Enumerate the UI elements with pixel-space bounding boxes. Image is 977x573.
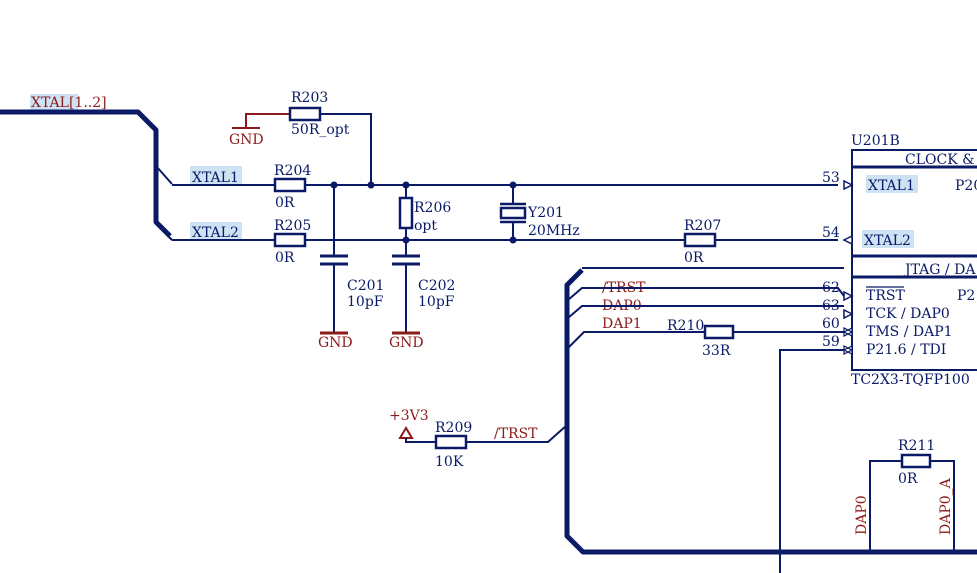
r209-value: 10K — [435, 454, 464, 470]
r210-ref: R210 — [667, 318, 704, 334]
pin-num-53: 53 — [822, 170, 840, 186]
pin-arrow-60 — [842, 327, 854, 337]
c202-ref: C202 — [418, 278, 455, 294]
vcc-arrow — [398, 426, 414, 439]
jtag-bus — [564, 268, 977, 555]
highlight-xtal2 — [190, 222, 242, 240]
ic-section-jtag: JTAG / DA — [903, 262, 976, 278]
r203-ref: R203 — [291, 90, 328, 106]
net-label-vcc: +3V3 — [389, 408, 429, 424]
gnd-label-c201: GND — [318, 335, 353, 351]
highlight-xtal1 — [190, 166, 242, 184]
resistor-r207 — [683, 232, 717, 248]
wire-r211-right — [930, 460, 955, 552]
r211-value: 0R — [898, 471, 918, 487]
y201-ref: Y201 — [527, 205, 564, 221]
gnd-label-r203: GND — [229, 132, 264, 148]
resistor-r204 — [273, 177, 307, 193]
pin-name-59: P21.6 / TDI — [866, 342, 946, 358]
c201-ref: C201 — [347, 278, 384, 294]
net-label-dap1: DAP1 — [602, 316, 642, 332]
r204-value: 0R — [275, 195, 295, 211]
wire-r209-bus — [466, 424, 568, 443]
bus-entry-xtal1 — [155, 165, 173, 185]
net-label-xtal1: XTAL1 — [192, 170, 239, 186]
resistor-r206 — [398, 196, 414, 230]
r207-value: 0R — [684, 250, 704, 266]
wire-r211-left — [869, 460, 902, 552]
net-label-xtal2: XTAL2 — [192, 225, 239, 241]
pin-num-60: 60 — [822, 316, 840, 332]
y201-value: 20MHz — [528, 223, 580, 239]
r205-ref: R205 — [274, 218, 311, 234]
r206-ref: R206 — [414, 200, 451, 216]
xtal-bus — [0, 109, 172, 238]
wire-trst-pin — [567, 287, 845, 301]
pin-right-53: P20 — [955, 178, 977, 194]
crystal-y201 — [499, 206, 527, 220]
ic-section-clock: CLOCK & — [905, 152, 975, 168]
pin-arrow-53 — [843, 179, 854, 191]
highlight-xtal-bus — [30, 94, 78, 110]
c201-value: 10pF — [347, 294, 384, 310]
pin-name-60: TMS / DAP1 — [866, 324, 953, 340]
r210-value: 33R — [702, 343, 731, 359]
pin-arrow-54 — [842, 234, 853, 246]
r211-ref: R211 — [898, 438, 935, 454]
net-label-trst-b: /TRST — [494, 426, 538, 442]
c202-value: 10pF — [418, 294, 455, 310]
net-label-dap0a-v: DAP0_A — [938, 477, 954, 535]
r205-value: 0R — [275, 250, 295, 266]
wire-dap0 — [567, 305, 844, 319]
highlight-pin-xtal2 — [862, 230, 914, 248]
resistor-r209 — [434, 434, 468, 450]
resistor-r210 — [703, 324, 735, 340]
junction-y201-bottom — [509, 236, 517, 244]
wire-tdi — [779, 349, 844, 573]
pin-name-53: XTAL1 — [868, 178, 915, 194]
net-label-dap0-v: DAP0 — [854, 495, 870, 535]
wire-vcc — [405, 438, 436, 443]
pin-arrow-63 — [843, 308, 854, 320]
net-label-xtal-bus: XTAL[1..2] — [31, 95, 107, 111]
junction-r206-bottom — [402, 236, 410, 244]
pin-name-54: XTAL2 — [864, 233, 911, 249]
ic-ref: U201B — [851, 133, 900, 149]
r207-ref: R207 — [684, 218, 721, 234]
resistor-r203 — [288, 106, 322, 122]
pin-num-54: 54 — [822, 225, 840, 241]
r209-ref: R209 — [435, 420, 472, 436]
ic-part: TC2X3-TQFP100 — [851, 372, 970, 388]
pin-right-62: P21 — [957, 288, 977, 304]
wire-dap1 — [567, 331, 705, 349]
pin-num-59: 59 — [822, 334, 840, 350]
wire-r203-gnd — [245, 113, 290, 128]
pin-arrow-62 — [843, 290, 854, 302]
pin-name-62: TRST — [866, 288, 905, 304]
pin-arrow-59 — [842, 345, 854, 355]
gnd-label-c202: GND — [389, 335, 424, 351]
r203-value: 50R_opt — [291, 122, 350, 138]
junction-r203 — [367, 181, 375, 189]
highlight-pin-xtal1 — [866, 175, 918, 193]
resistor-r211 — [900, 453, 932, 469]
r206-value: opt — [414, 218, 437, 234]
r204-ref: R204 — [274, 163, 311, 179]
pin-name-63: TCK / DAP0 — [866, 306, 950, 322]
bus-entry-xtal2 — [155, 223, 173, 241]
resistor-r205 — [273, 232, 307, 248]
wire-r203-xtal1 — [320, 113, 372, 185]
